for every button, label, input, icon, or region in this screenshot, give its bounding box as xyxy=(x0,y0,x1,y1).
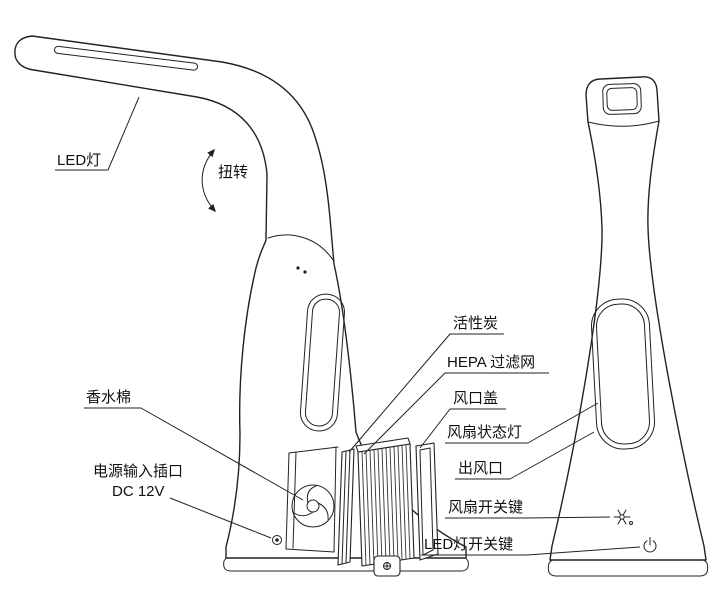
leader-led-light xyxy=(55,96,140,171)
leader-fan-status-light xyxy=(445,402,599,444)
label-fan-switch: 风扇开关键 xyxy=(448,499,523,516)
label-twist: 扭转 xyxy=(218,164,248,181)
head-seam xyxy=(587,120,660,127)
lamp-side-view xyxy=(14,35,469,577)
neck-seam xyxy=(267,234,334,261)
power-icon xyxy=(643,537,657,553)
fan xyxy=(291,484,335,528)
head-screen xyxy=(602,83,642,115)
label-power-input-1: 电源输入插口 xyxy=(93,463,183,480)
fan-switch-icon xyxy=(613,509,633,525)
label-air-outlet: 出风口 xyxy=(458,460,503,477)
power-socket xyxy=(272,535,282,545)
body-dot xyxy=(303,270,307,274)
label-fan-status-light: 风扇状态灯 xyxy=(447,424,522,441)
leader-power-input xyxy=(169,497,272,539)
label-activated-carbon: 活性炭 xyxy=(453,315,498,332)
leader-led-switch xyxy=(421,546,641,556)
leader-hepa-filter xyxy=(363,372,549,455)
tower-window xyxy=(590,298,656,450)
leader-air-outlet xyxy=(455,431,595,480)
label-power-input-2: DC 12V xyxy=(112,483,165,500)
tower-base-plate xyxy=(547,559,709,577)
screw-icon xyxy=(383,562,391,570)
tower-outline xyxy=(549,76,707,561)
label-hepa-filter: HEPA 过滤网 xyxy=(447,354,535,371)
leader-perfume-cotton xyxy=(84,407,304,501)
leader-activated-carbon xyxy=(348,333,504,453)
hepa-hatch xyxy=(361,444,411,566)
callout-labels: LED灯 扭转 香水棉 电源输入插口 DC 12V 活性炭 HEPA 过滤网 风… xyxy=(57,152,535,553)
base-plate xyxy=(223,557,469,572)
lamp-arm-slot xyxy=(54,45,199,71)
twist-arrow xyxy=(201,148,216,213)
lamp-rear-view xyxy=(547,76,709,577)
base-cavity xyxy=(285,446,339,553)
body-dot xyxy=(296,266,300,270)
filter-stack xyxy=(337,437,439,577)
leader-lines xyxy=(55,96,641,556)
label-led-light: LED灯 xyxy=(57,152,101,169)
lamp-outline xyxy=(14,35,467,559)
leader-outlet-cover xyxy=(419,408,506,449)
leader-fan-switch xyxy=(445,516,611,519)
body-window xyxy=(299,293,345,432)
label-led-switch: LED灯开关键 xyxy=(424,536,513,553)
label-perfume-cotton: 香水棉 xyxy=(86,389,131,406)
label-outlet-cover: 风口盖 xyxy=(453,390,498,407)
